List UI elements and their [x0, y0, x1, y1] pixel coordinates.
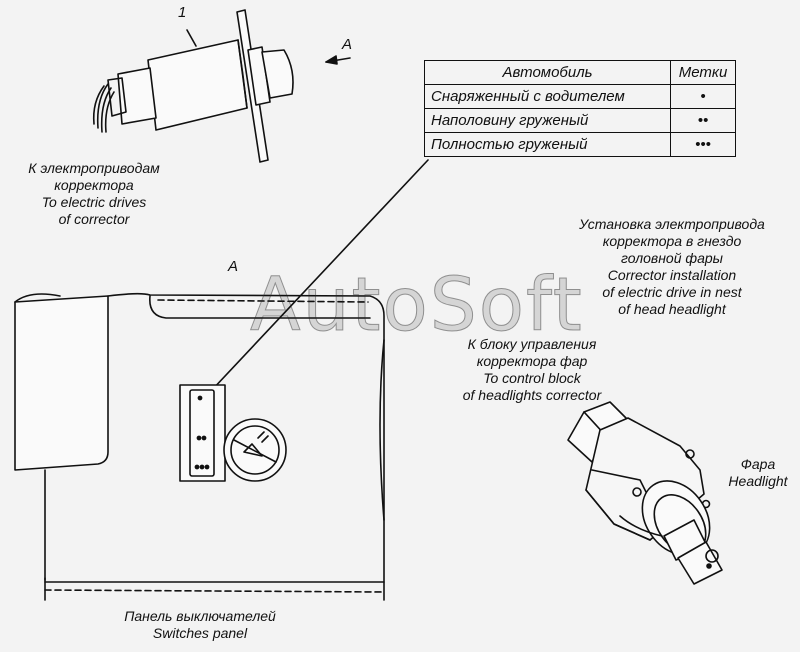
- row-mark: ••: [670, 108, 736, 133]
- table-row: Полностью груженый •••: [424, 132, 736, 157]
- row-vehicle: Снаряженный с водителем: [424, 84, 671, 109]
- view-reference-main: A: [228, 258, 239, 275]
- view-reference-top: A: [342, 36, 353, 53]
- header-marks: Метки: [670, 60, 736, 85]
- switches-panel-illustration: [14, 292, 385, 601]
- to-control-block-label: К блоку управления корректора фар To con…: [462, 336, 602, 403]
- switches-panel-label: Панель выключателей Switches panel: [124, 608, 276, 641]
- table-row: Наполовину груженый ••: [424, 108, 736, 133]
- row-mark: •: [670, 84, 736, 109]
- table-header-row: Автомобиль Метки: [424, 60, 736, 85]
- header-vehicle: Автомобиль: [424, 60, 671, 85]
- headlight-label: Фара Headlight: [728, 456, 788, 489]
- table-row: Снаряженный с водителем •: [424, 84, 736, 109]
- row-mark: •••: [670, 132, 736, 157]
- row-vehicle: Наполовину груженый: [424, 108, 671, 133]
- load-marks-table: Автомобиль Метки Снаряженный с водителем…: [424, 60, 736, 157]
- callout-number: 1: [178, 4, 187, 21]
- electric-drive-illustration: [92, 9, 351, 163]
- corrector-installation-label: Установка электропривода корректора в гн…: [579, 216, 765, 317]
- headlight-illustration: [567, 401, 723, 585]
- row-vehicle: Полностью груженый: [424, 132, 671, 157]
- to-electric-drives-label: К электроприводам корректора To electric…: [28, 160, 160, 227]
